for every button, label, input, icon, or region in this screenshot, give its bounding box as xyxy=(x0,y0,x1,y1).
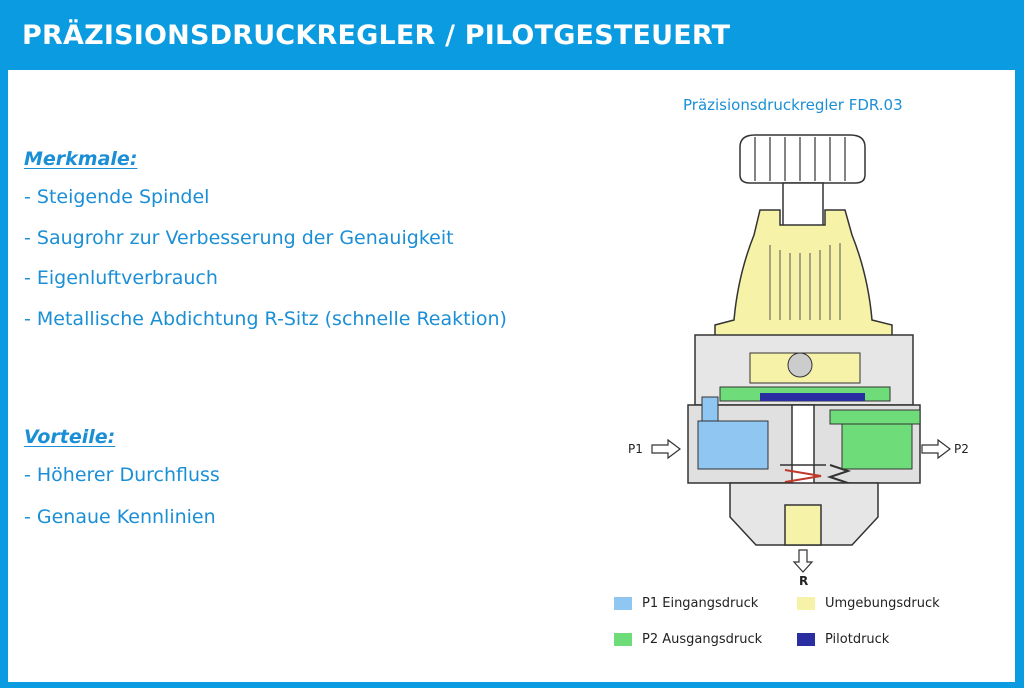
legend-label: P1 Eingangsdruck xyxy=(642,596,759,611)
inlet-channel xyxy=(697,420,769,470)
legend-label: Pilotdruck xyxy=(825,632,890,647)
legend-item-p1: P1 Eingangsdruck xyxy=(614,596,758,611)
header-bar: PRÄZISIONSDRUCKREGLER / PILOTGESTEUERT xyxy=(0,0,1024,70)
outlet-arrow-icon xyxy=(921,438,951,460)
advantage-item: - Genaue Kennlinien xyxy=(24,506,216,528)
legend-swatch xyxy=(797,597,815,610)
regulator-cross-section: P1 P2 R xyxy=(628,134,969,588)
port-p2-label: P2 xyxy=(954,442,969,456)
port-r-label: R xyxy=(799,574,808,588)
diagram-title: Präzisionsdruckregler FDR.03 xyxy=(683,96,903,114)
bonnet xyxy=(714,209,893,354)
exhaust-port xyxy=(784,504,822,546)
advantages-heading: Vorteile: xyxy=(24,426,116,448)
inlet-arrow-icon xyxy=(651,438,681,460)
outlet-channel xyxy=(841,420,913,470)
feature-item: - Steigende Spindel xyxy=(24,186,210,208)
feature-item: - Eigenluftverbrauch xyxy=(24,267,218,289)
exhaust-arrow-icon xyxy=(792,549,814,573)
legend-label: P2 Ausgangsdruck xyxy=(642,632,763,647)
legend-swatch xyxy=(614,597,632,610)
feature-item: - Metallische Abdichtung R-Sitz (schnell… xyxy=(24,308,507,330)
page-title: PRÄZISIONSDRUCKREGLER / PILOTGESTEUERT xyxy=(22,20,731,51)
legend-item-ambient: Umgebungsdruck xyxy=(797,596,940,611)
legend-swatch xyxy=(797,633,815,646)
legend-label: Umgebungsdruck xyxy=(825,596,940,611)
adjustment-knob xyxy=(739,134,866,184)
features-heading: Merkmale: xyxy=(24,148,138,170)
pilot-chamber xyxy=(760,393,865,401)
advantage-item: - Höherer Durchfluss xyxy=(24,464,220,486)
feature-item: - Saugrohr zur Verbesserung der Genauigk… xyxy=(24,227,454,249)
legend-swatch xyxy=(614,633,632,646)
legend-item-p2: P2 Ausgangsdruck xyxy=(614,632,762,647)
legend-item-pilot: Pilotdruck xyxy=(797,632,889,647)
port-p1-label: P1 xyxy=(628,442,643,456)
